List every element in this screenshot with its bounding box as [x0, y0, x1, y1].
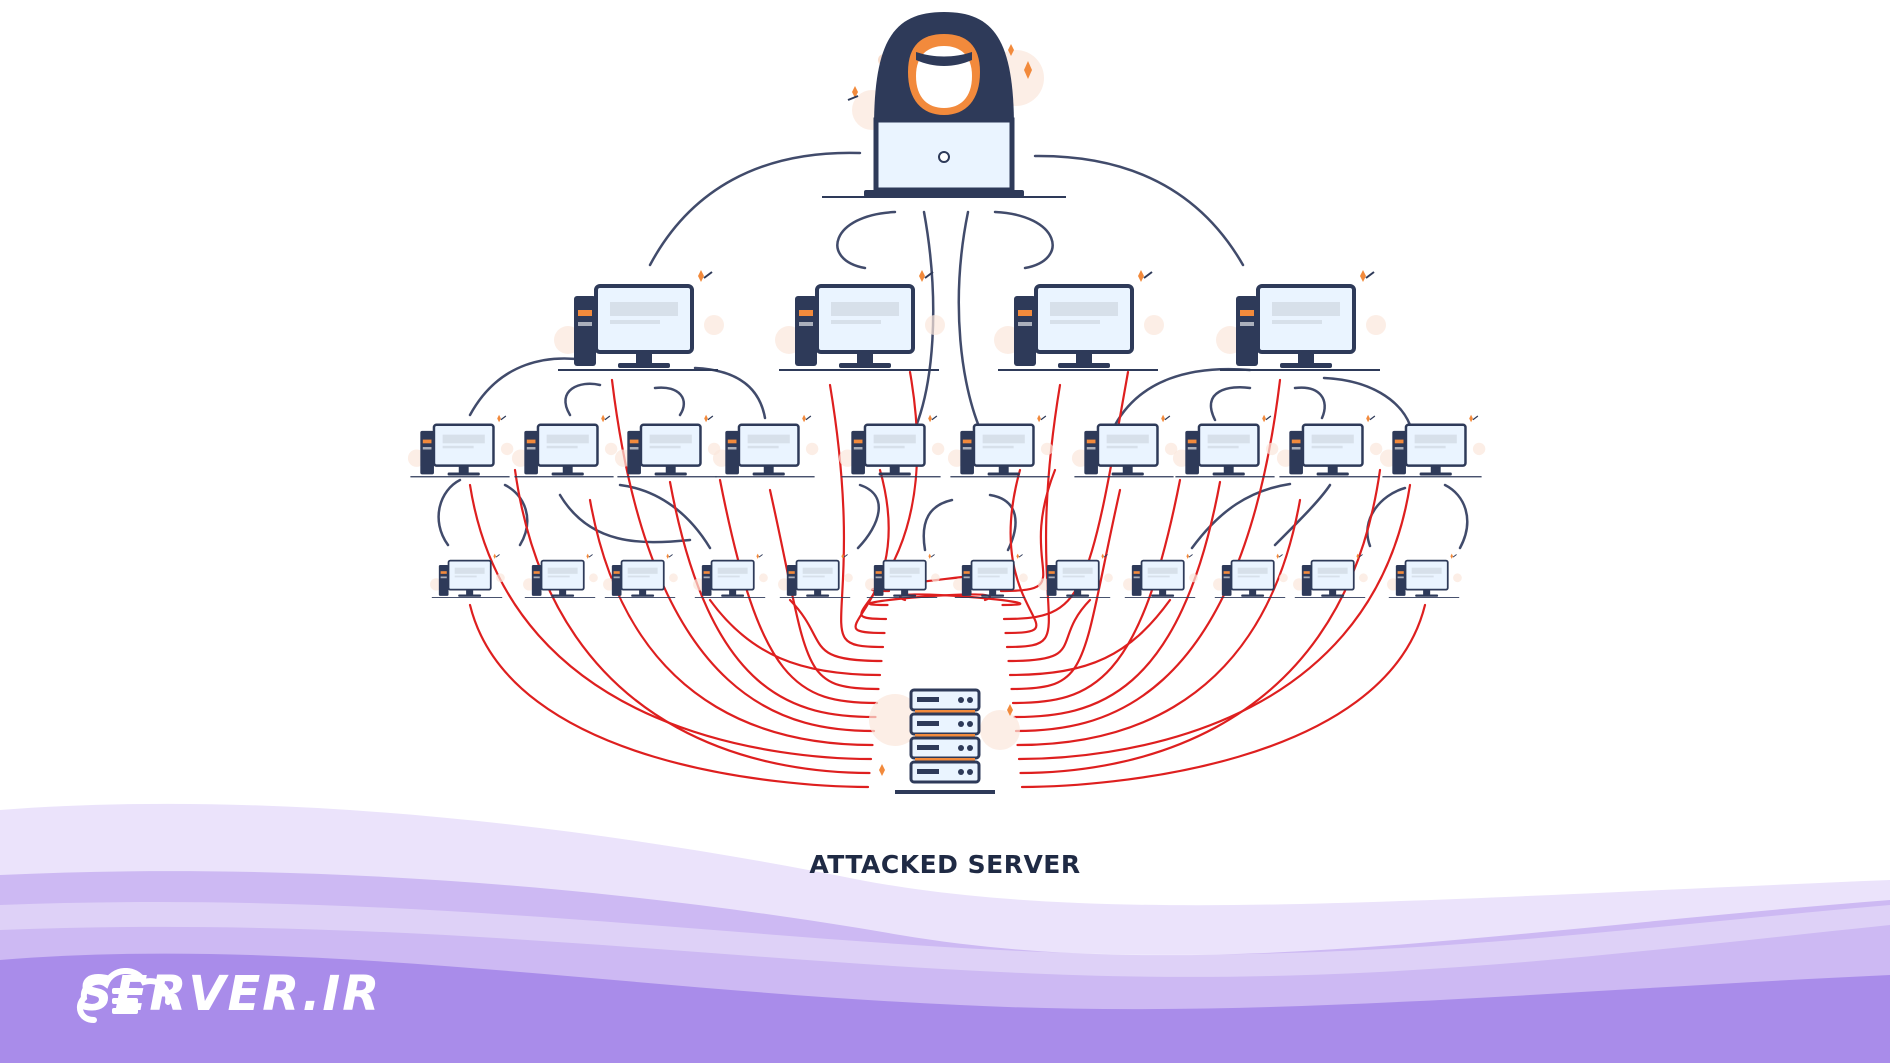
- connection-line: [1443, 483, 1469, 550]
- brand-logo: SERVER.IR: [78, 966, 382, 1022]
- server-unit: [909, 736, 981, 762]
- background-waves: [0, 803, 1890, 1063]
- attack-line: [1007, 598, 1092, 663]
- tier3-computer-icon: [693, 553, 768, 599]
- attack-line: [1020, 603, 1427, 789]
- attack-line: [828, 383, 885, 649]
- connection-line: [836, 210, 897, 270]
- tier3-computer-icon: [1038, 553, 1113, 599]
- tier1-computers: [554, 270, 1386, 371]
- logo-cloud-icon: [76, 968, 172, 1023]
- connection-line: [1273, 483, 1332, 547]
- tier1-computer-icon: [554, 270, 724, 371]
- connection-line: [564, 382, 602, 417]
- hacker-icon: [822, 12, 1066, 198]
- connection-line: [1322, 376, 1412, 427]
- attack-line: [999, 468, 1057, 593]
- tier3-computer-icon: [603, 553, 678, 599]
- attack-line: [468, 483, 873, 761]
- tier2-computer-icon: [1071, 414, 1178, 478]
- tier2-computer-icon: [838, 414, 945, 478]
- attack-line: [718, 478, 879, 705]
- connection-line: [1209, 386, 1252, 422]
- connection-line: [1033, 154, 1245, 267]
- server-unit: [909, 712, 981, 738]
- connection-line: [653, 386, 686, 417]
- tier1-computer-icon: [1216, 270, 1386, 371]
- tier2-computer-icon: [947, 414, 1054, 478]
- tier2-computer-icon: [1276, 414, 1383, 478]
- connection-line: [558, 493, 692, 544]
- attack-line: [1013, 480, 1222, 719]
- attack-line: [854, 468, 890, 635]
- attack-line: [1004, 468, 1038, 635]
- attack-line: [788, 598, 883, 663]
- server-unit: [909, 760, 981, 784]
- connection-line: [1190, 482, 1292, 550]
- connection-line: [648, 151, 862, 267]
- connection-line: [618, 483, 712, 550]
- attack-line: [1016, 498, 1302, 747]
- tier3-computer-icon: [1213, 553, 1288, 599]
- tier3-computers: [430, 553, 1462, 599]
- tier3-computer-icon: [1123, 553, 1198, 599]
- connection-line: [437, 478, 462, 547]
- wave-sheen: [0, 901, 1890, 977]
- connection-line: [993, 210, 1054, 270]
- tier2-computer-icon: [614, 414, 721, 478]
- tier3-computer-icon: [778, 553, 853, 599]
- attack-line: [868, 593, 991, 607]
- tier2-computers: [407, 414, 1486, 478]
- attack-line: [1005, 383, 1062, 649]
- attack-line: [1014, 378, 1282, 733]
- connection-line: [908, 210, 935, 442]
- attack-line: [1017, 483, 1412, 761]
- attack-line: [768, 488, 880, 691]
- tier2-computer-icon: [1172, 414, 1279, 478]
- tier2-computer-icon: [1379, 414, 1486, 478]
- connection-line: [468, 357, 587, 417]
- connection-line: [922, 498, 954, 552]
- wave-deep: [0, 953, 1890, 1063]
- attack-line: [1008, 598, 1172, 677]
- attack-line: [668, 480, 877, 719]
- attack-line: [513, 468, 871, 775]
- connection-line: [1293, 386, 1326, 420]
- attack-line: [468, 603, 870, 789]
- tier3-computer-icon: [865, 553, 940, 599]
- tier1-computer-icon: [994, 270, 1164, 371]
- connection-line: [503, 483, 529, 547]
- connection-line: [1366, 486, 1407, 548]
- server-unit: [909, 688, 981, 714]
- tier3-computer-icon: [1293, 553, 1368, 599]
- attacked-server-label: ATTACKED SERVER: [809, 850, 1081, 879]
- tier3-computer-icon: [1387, 553, 1462, 599]
- tier2-computer-icon: [407, 414, 514, 478]
- attack-line: [1011, 478, 1182, 705]
- connection-line: [1113, 367, 1252, 427]
- tier1-computer-icon: [775, 270, 945, 371]
- connection-line: [693, 366, 767, 420]
- attack-line: [610, 378, 876, 733]
- connection-line: [957, 210, 987, 442]
- tier2-computer-icon: [712, 414, 819, 478]
- tier3-computer-icon: [953, 553, 1028, 599]
- tier3-computer-icon: [523, 553, 598, 599]
- tier3-computer-icon: [430, 553, 505, 599]
- attack-lines: [468, 370, 1427, 789]
- server-rack-icon: [869, 688, 1020, 794]
- attack-line: [1010, 488, 1122, 691]
- connection-line: [856, 483, 880, 550]
- tier2-computer-icon: [511, 414, 618, 478]
- attack-line: [708, 598, 882, 677]
